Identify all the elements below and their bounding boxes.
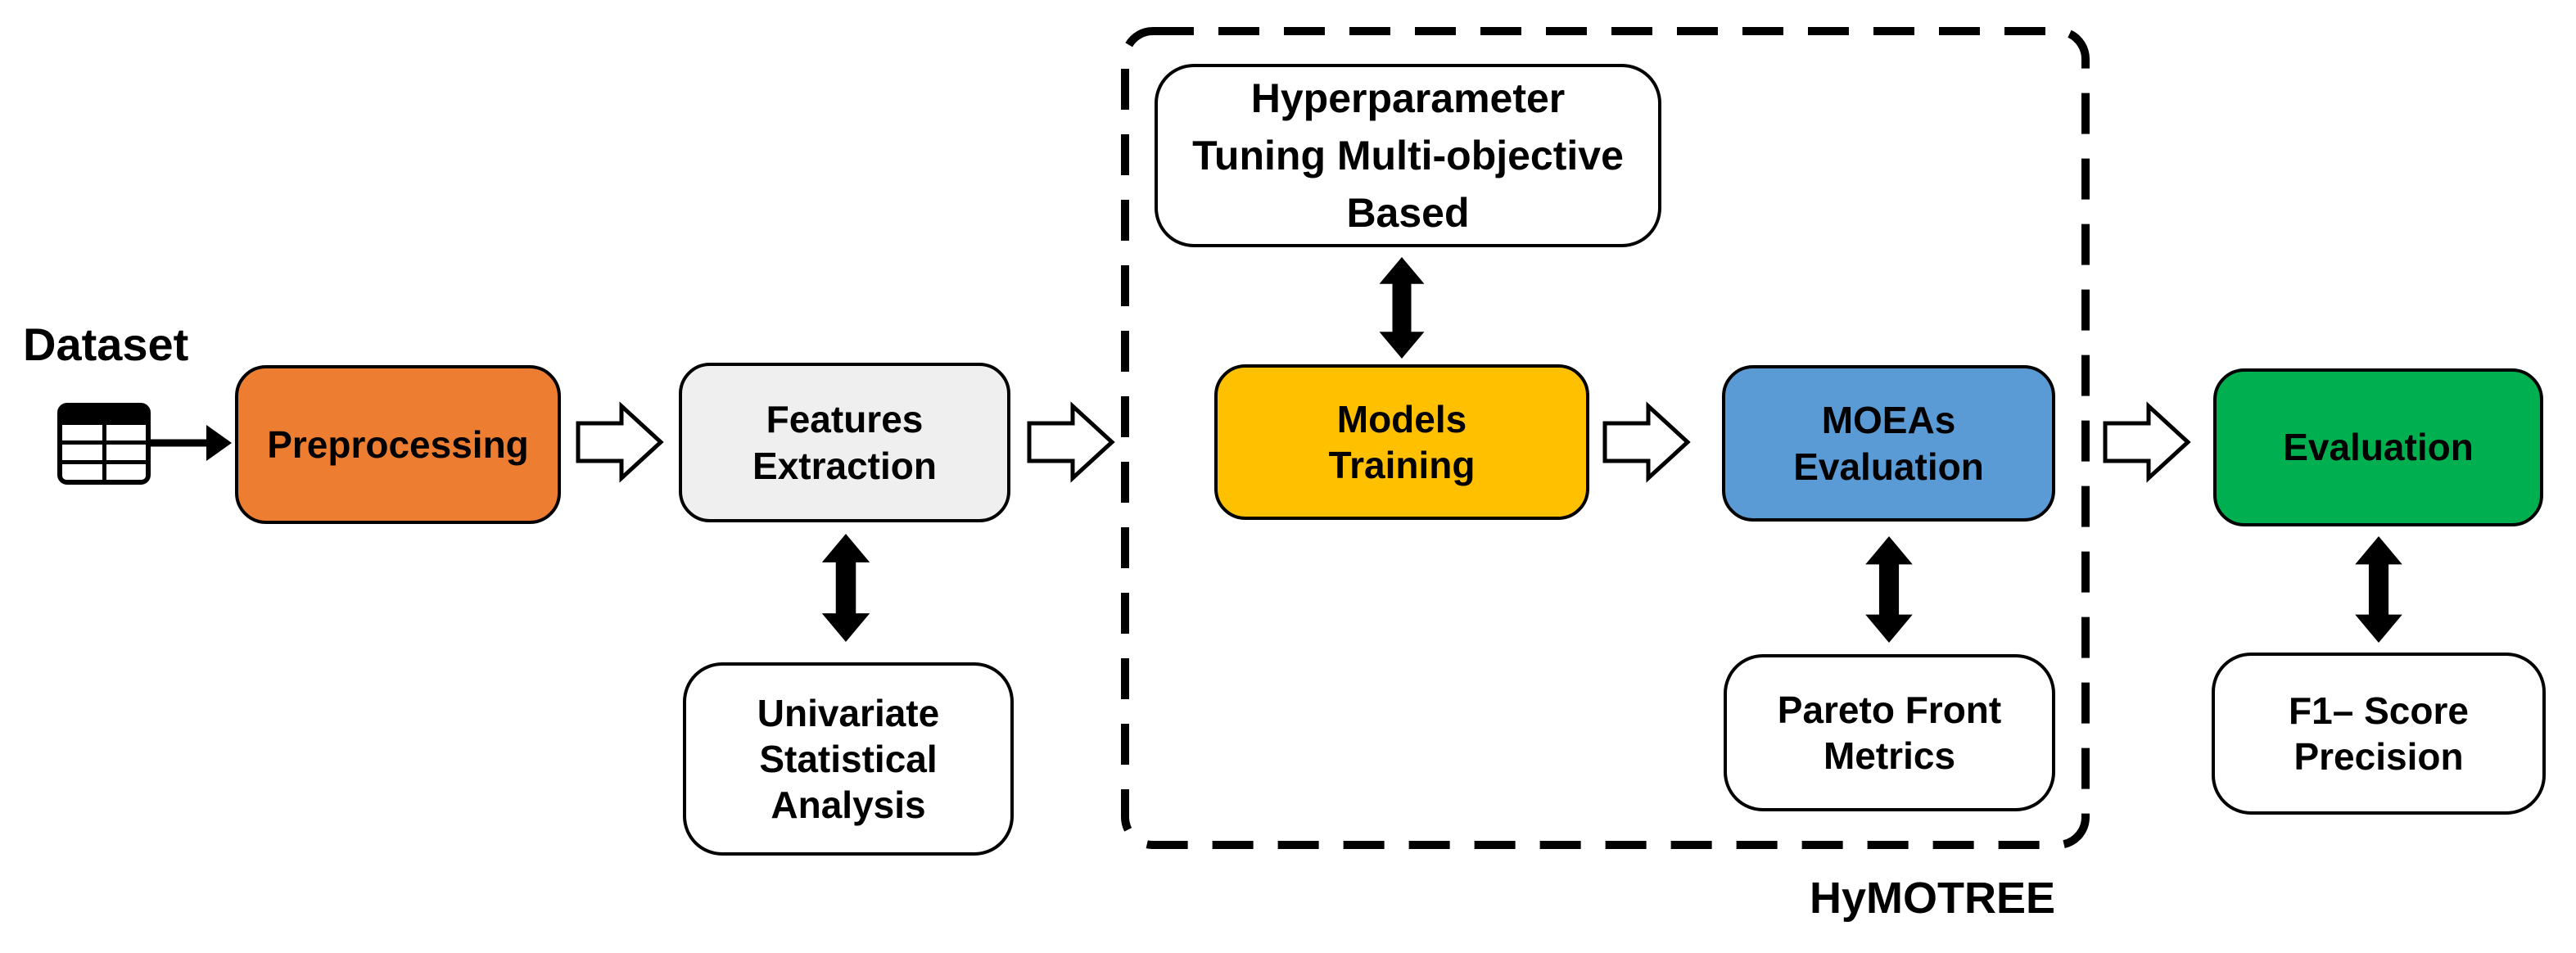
node-moeas-evaluation-line1: MOEAs	[1821, 399, 1956, 442]
node-f1-score-precision: F1– Score Precision	[2212, 653, 2546, 815]
node-features-extraction-line1: Features	[766, 398, 924, 441]
node-hyperparameter-line1: Hyperparameter	[1250, 75, 1566, 121]
node-models-training: Models Training	[1214, 364, 1589, 520]
node-hyperparameter-line2: Tuning Multi-objective	[1192, 133, 1624, 178]
node-moeas-evaluation-line2: Evaluation	[1793, 445, 1984, 488]
table-icon-grid	[62, 425, 146, 480]
node-pareto-front-metrics: Pareto Front Metrics	[1724, 654, 2055, 811]
node-preprocessing: Preprocessing	[235, 365, 561, 524]
node-hyperparameter-line3: Based	[1346, 190, 1470, 236]
node-f1-line1: F1– Score	[2289, 689, 2469, 732]
node-moeas-evaluation: MOEAs Evaluation	[1722, 365, 2055, 522]
double-arrow-vertical-icon	[1379, 257, 1425, 359]
double-arrow-vertical-icon	[1865, 536, 1913, 643]
hymotree-group-label: HyMOTREE	[1809, 874, 2055, 923]
node-evaluation: Evaluation	[2213, 368, 2543, 526]
node-preprocessing-label: Preprocessing	[267, 422, 529, 466]
node-pareto-line2: Metrics	[1823, 734, 1956, 777]
dataset-label: Dataset	[23, 318, 189, 370]
node-evaluation-label: Evaluation	[2283, 426, 2474, 469]
double-arrow-vertical-icon	[2355, 536, 2402, 643]
block-arrow-right-icon	[1027, 401, 1115, 483]
node-univariate-analysis: Univariate Statistical Analysis	[683, 662, 1014, 856]
hymotree-group-border	[1121, 27, 2090, 849]
table-icon	[57, 403, 151, 485]
node-features-extraction: Features Extraction	[679, 363, 1010, 522]
node-univariate-line1: Univariate	[757, 691, 940, 734]
node-f1-line2: Precision	[2294, 735, 2464, 778]
node-univariate-line2: Statistical	[759, 737, 938, 780]
block-arrow-right-icon	[2103, 401, 2191, 483]
node-hyperparameter-tuning: Hyperparameter Tuning Multi-objective Ba…	[1155, 64, 1661, 247]
node-pareto-line1: Pareto Front	[1777, 688, 2002, 731]
arrow-right-icon	[151, 425, 232, 461]
double-arrow-vertical-icon	[821, 534, 870, 642]
table-icon-header	[62, 408, 146, 421]
block-arrow-right-icon	[1602, 401, 1691, 483]
block-arrow-right-icon	[576, 401, 664, 483]
node-models-training-line2: Training	[1328, 444, 1476, 486]
node-features-extraction-line2: Extraction	[752, 444, 937, 487]
node-models-training-line1: Models	[1336, 397, 1467, 440]
node-univariate-line3: Analysis	[771, 784, 926, 827]
